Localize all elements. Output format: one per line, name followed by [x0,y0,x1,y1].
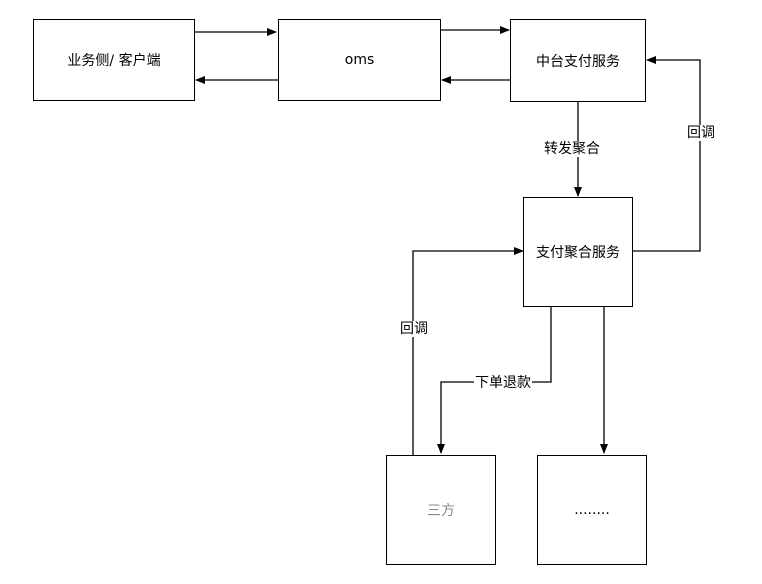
node-payment-aggregation: 支付聚合服务 [523,197,633,307]
edge-label-callback-upper: 回调 [686,125,716,141]
node-oms: oms [278,19,441,101]
node-business-client: 业务侧/ 客户端 [33,19,195,101]
node-business-client-label: 业务侧/ 客户端 [67,53,161,69]
node-payment-center-label: 中台支付服务 [536,53,620,70]
node-payment-aggregation-label: 支付聚合服务 [536,245,620,261]
node-oms-label: oms [344,52,375,68]
node-payment-center: 中台支付服务 [510,19,646,102]
node-more-label: ........ [574,502,610,518]
node-third-party: 三方 [386,455,496,565]
edge-label-callback-lower: 回调 [399,321,429,337]
node-third-party-label: 三方 [427,503,455,519]
edge-label-order-refund: 下单退款 [474,375,532,391]
edge-callback-lower [412,247,524,455]
edge-callback-upper [632,56,701,252]
edge-label-forward-aggregation: 转发聚合 [543,141,601,157]
node-more: ........ [537,455,647,565]
